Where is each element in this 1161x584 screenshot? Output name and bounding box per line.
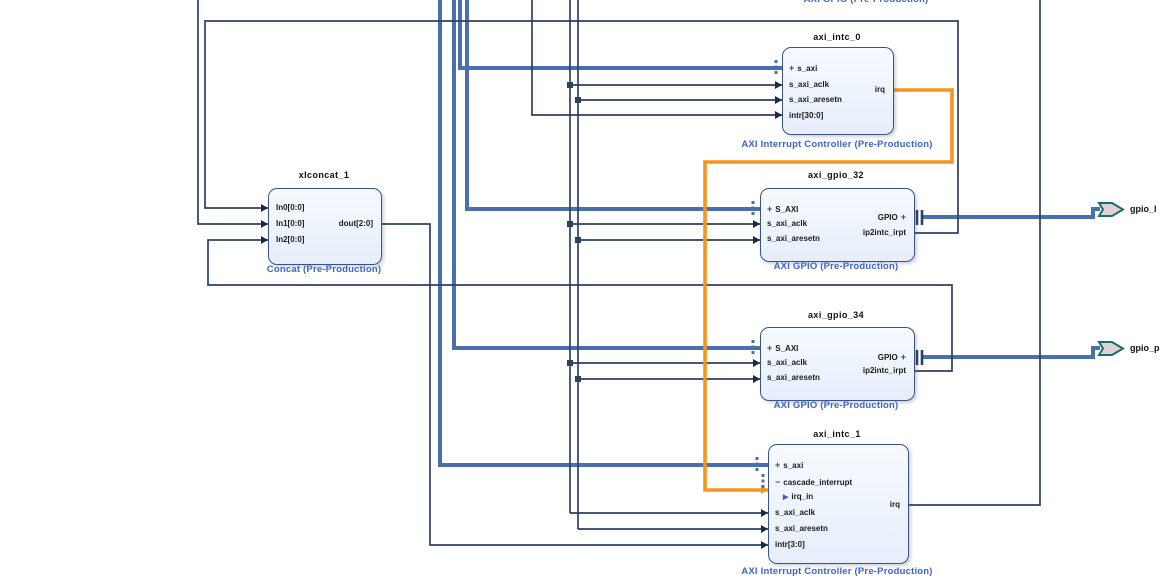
interface-plus-icon: + xyxy=(767,343,773,353)
interface-plus-icon: + xyxy=(767,204,773,214)
block-footer-xlconcat-1: Concat (Pre-Production) xyxy=(266,264,382,275)
ext-port-label-gpio-p[interactable]: gpio_p xyxy=(1130,343,1160,353)
ext-port-arrow-gpio-l[interactable] xyxy=(1097,202,1125,217)
interface-minus-icon: − xyxy=(775,477,781,487)
port-intc0-irq[interactable]: irq xyxy=(874,85,885,94)
port-gpio34-s-axi[interactable]: +S_AXI xyxy=(767,343,799,353)
net-top-to-concat-in1[interactable] xyxy=(197,0,268,225)
axi-interface-stubs xyxy=(751,60,778,490)
block-axi-intc-1[interactable] xyxy=(768,444,909,564)
block-axi-gpio-34[interactable] xyxy=(760,327,915,401)
port-concat-dout[interactable]: dout[2:0] xyxy=(338,219,373,228)
port-intc0-s-axi-aresetn[interactable]: s_axi_aresetn xyxy=(789,95,842,104)
axi-bus-to-gpio34-saxi[interactable] xyxy=(452,0,760,350)
port-gpio32-gpio[interactable]: GPIO+ xyxy=(877,212,906,222)
port-intc0-s-axi[interactable]: +s_axi xyxy=(789,63,818,73)
port-intc1-s-axi-aresetn[interactable]: s_axi_aresetn xyxy=(775,524,828,533)
net-intc0-irq-to-intc1-irqin[interactable] xyxy=(703,88,954,492)
axi-bus-to-intc0-saxi[interactable] xyxy=(458,0,782,70)
axi-bus-to-gpio32-saxi[interactable] xyxy=(465,0,760,211)
net-concat-dout-to-intc1-intr[interactable] xyxy=(380,223,768,546)
axi-bus-to-intc1-saxi[interactable] xyxy=(438,0,768,467)
block-title-axi-gpio-34: axi_gpio_34 xyxy=(808,310,864,320)
port-intc1-s-axi[interactable]: +s_axi xyxy=(775,460,804,470)
port-gpio34-s-axi-aclk[interactable]: s_axi_aclk xyxy=(767,358,808,367)
block-title-axi-intc-1: axi_intc_1 xyxy=(813,429,861,439)
port-intc1-irq[interactable]: irq xyxy=(889,500,900,509)
net-gpio34-irpt-to-concat-in2[interactable] xyxy=(207,239,953,372)
port-gpio32-s-axi[interactable]: +S_AXI xyxy=(767,204,799,214)
gpio34-gpio-out-bus[interactable] xyxy=(921,346,1100,359)
port-concat-in2[interactable]: In2[0:0] xyxy=(276,235,305,244)
block-xlconcat-1[interactable] xyxy=(268,188,382,265)
port-gpio34-s-axi-aresetn[interactable]: s_axi_aresetn xyxy=(767,373,820,382)
port-gpio34-gpio[interactable]: GPIO+ xyxy=(877,352,906,362)
ext-port-label-gpio-l[interactable]: gpio_l xyxy=(1130,204,1157,214)
port-intc0-s-axi-aclk[interactable]: s_axi_aclk xyxy=(789,80,830,89)
interface-plus-icon: + xyxy=(789,63,795,73)
net-top-to-intc0-intr[interactable] xyxy=(531,0,782,116)
port-arrowheads xyxy=(261,81,782,549)
block-title-axi-gpio-32: axi_gpio_32 xyxy=(808,170,864,180)
interface-plus-icon: + xyxy=(900,352,906,362)
block-footer-axi-gpio-34: AXI GPIO (Pre-Production) xyxy=(773,400,899,411)
port-intc1-s-axi-aclk[interactable]: s_axi_aclk xyxy=(775,508,816,517)
block-footer-axi-gpio-32: AXI GPIO (Pre-Production) xyxy=(773,261,899,272)
port-gpio34-ip2intc-irpt[interactable]: ip2intc_irpt xyxy=(862,366,906,375)
port-direction-icon: ▶ xyxy=(783,494,789,501)
block-axi-gpio-32[interactable] xyxy=(760,188,915,262)
gpio32-gpio-out-bus[interactable] xyxy=(921,207,1100,219)
block-axi-intc-0[interactable] xyxy=(782,47,894,135)
net-intc1-irq-up[interactable] xyxy=(907,0,1041,506)
interface-plus-icon: + xyxy=(900,212,906,222)
port-intc1-cascade-interrupt[interactable]: −cascade_interrupt xyxy=(775,477,853,487)
block-footer-axi-intc-1: AXI Interrupt Controller (Pre-Production… xyxy=(741,566,933,577)
port-intc1-irq-in[interactable]: ▶irq_in xyxy=(783,492,814,501)
interface-plus-icon: + xyxy=(775,460,781,470)
port-gpio32-s-axi-aclk[interactable]: s_axi_aclk xyxy=(767,219,808,228)
net-junctions xyxy=(567,82,581,382)
gpio-interface-bars xyxy=(915,210,924,365)
port-gpio32-ip2intc-irpt[interactable]: ip2intc_irpt xyxy=(862,228,906,237)
port-intc1-intr[interactable]: intr[3:0] xyxy=(775,540,805,549)
ext-port-arrow-gpio-p[interactable] xyxy=(1097,341,1125,356)
block-title-xlconcat-1: xlconcat_1 xyxy=(298,170,350,180)
port-gpio32-s-axi-aresetn[interactable]: s_axi_aresetn xyxy=(767,234,820,243)
port-intc0-intr[interactable]: intr[30:0] xyxy=(789,111,824,120)
block-title-axi-intc-0: axi_intc_0 xyxy=(813,32,861,42)
block-footer-axi-intc-0: AXI Interrupt Controller (Pre-Production… xyxy=(741,139,933,150)
block-footer-top-gpio: AXI GPIO (Pre-Production) xyxy=(804,0,929,5)
port-concat-in0[interactable]: In0[0:0] xyxy=(276,203,305,212)
net-gpio32-irpt-to-concat-in0[interactable] xyxy=(204,20,959,234)
port-concat-in1[interactable]: In1[0:0] xyxy=(276,219,305,228)
